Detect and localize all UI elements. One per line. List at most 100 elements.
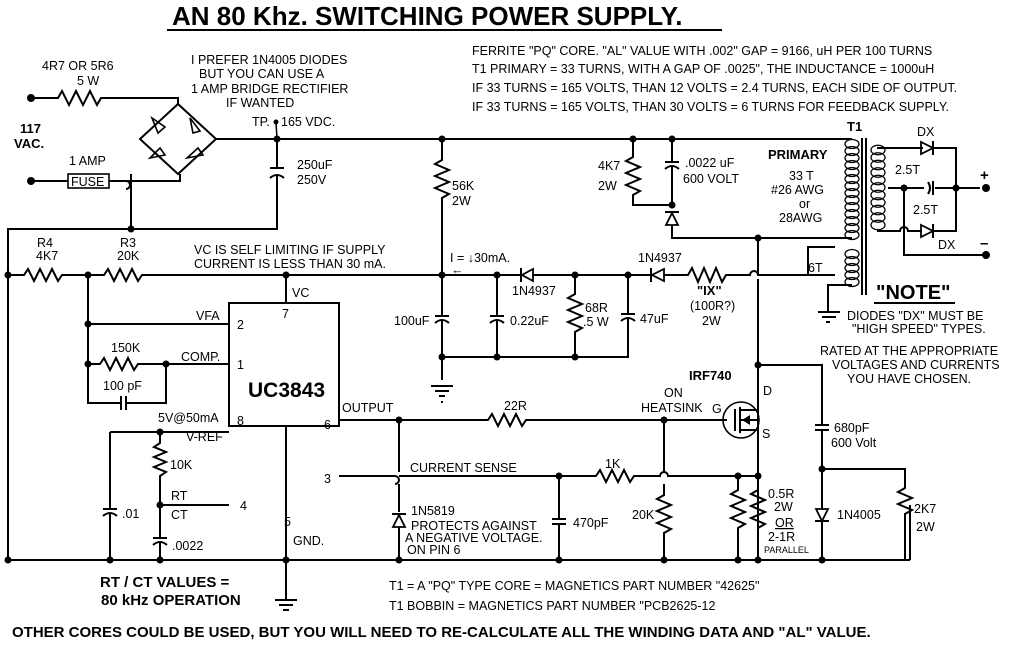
rix-rating: 2W	[702, 314, 721, 328]
ct-label: CT	[171, 508, 188, 522]
input-resistor	[31, 88, 179, 108]
coil-turn	[844, 152, 860, 164]
aux-diode-2	[649, 267, 665, 283]
snubber-r-rating: 2W	[598, 179, 617, 193]
r3-label: R3	[120, 236, 136, 250]
ground-icon	[275, 599, 297, 611]
schottky-note: PROTECTS AGAINST	[411, 519, 537, 533]
junction	[668, 201, 676, 209]
drain-c-value: 680pF	[834, 421, 870, 435]
pulldown-resistor	[654, 420, 674, 560]
bottom-note: T1 BOBBIN = MAGNETICS PART NUMBER "PCB26…	[389, 599, 715, 613]
input-resistor-rating: 5 W	[77, 74, 99, 88]
r4-label: R4	[37, 236, 53, 250]
bulk-cap-voltage: 250V	[297, 173, 327, 187]
junction	[156, 556, 164, 564]
note-line: IF WANTED	[226, 96, 294, 110]
coil-turn	[844, 262, 860, 274]
timing-c-label: .0022	[172, 539, 203, 553]
coil-turn	[870, 174, 886, 186]
junction	[282, 556, 290, 564]
title: AN 80 Khz. SWITCHING POWER SUPPLY.	[172, 1, 682, 31]
cap-100uf	[434, 275, 450, 380]
drain-label: D	[763, 384, 772, 398]
coil-turn	[870, 144, 886, 156]
output-minus-terminal	[982, 251, 990, 259]
mosfet-label: IRF740	[689, 368, 732, 383]
bridge-diode	[184, 146, 205, 160]
r56k-rating: 2W	[452, 194, 471, 208]
sense-r-parallel: PARALLEL	[764, 545, 809, 555]
primary-wire: #26 AWG	[771, 183, 824, 197]
schottky-note: A NEGATIVE VOLTAGE.	[405, 531, 543, 545]
coil-turn	[844, 201, 860, 213]
primary-turns: 33 T	[789, 169, 814, 183]
sense-resistor-1	[728, 476, 748, 560]
pin-6: 6	[324, 418, 331, 432]
d2-label: 1N4937	[638, 251, 682, 265]
pin-vfa-label: VFA	[196, 309, 220, 323]
note-line: VOLTAGES AND CURRENTS	[832, 358, 1000, 372]
snubber-c-value: .0022 uF	[685, 156, 735, 170]
mosfet-irf740	[722, 401, 760, 439]
vc-note: VC IS SELF LIMITING IF SUPPLY	[194, 243, 386, 257]
junction	[952, 184, 960, 192]
coil-turn	[870, 212, 886, 223]
wire	[835, 138, 852, 239]
snubber-resistor	[623, 139, 672, 206]
bridge-diode	[150, 115, 167, 135]
wire	[933, 147, 957, 232]
snubber-r-value: 4K7	[598, 159, 620, 173]
primary-or: or	[799, 197, 810, 211]
gate-resistor	[339, 411, 727, 429]
coil-turn	[844, 269, 860, 281]
r4-value: 4K7	[36, 249, 58, 263]
fuse-label: FUSE	[71, 175, 104, 189]
dx-bottom-label: DX	[938, 238, 956, 252]
note-line: BUT YOU CAN USE A	[199, 67, 325, 81]
wire	[807, 246, 835, 275]
pin-4: 4	[240, 499, 247, 513]
pin-3: 3	[324, 472, 331, 486]
rtct-note: RT / CT VALUES =	[100, 574, 230, 591]
drain-diode-label: 1N4005	[837, 508, 881, 522]
wire	[827, 284, 852, 312]
comp-resistor	[88, 355, 229, 373]
current-label: I = ↓30mA.	[450, 251, 510, 265]
pin-5: 5	[284, 515, 291, 529]
junction	[127, 225, 135, 233]
sense-r-value: 0.5R	[768, 487, 794, 501]
coil-turn	[844, 229, 860, 241]
sec-top-turns: 2.5T	[895, 163, 920, 177]
source-label: S	[762, 427, 770, 441]
cap-022uf	[489, 275, 505, 357]
cs-capacitor	[552, 476, 566, 560]
decoupling-capacitor	[102, 505, 118, 562]
current-arrow-icon: ←	[451, 263, 464, 277]
snubber-capacitor	[664, 139, 680, 205]
timing-resistor	[151, 432, 169, 505]
coil-turn	[844, 208, 860, 220]
gate-label: G	[712, 402, 722, 416]
dc-voltage-label: 165 VDC.	[281, 115, 335, 129]
coil-turn	[844, 166, 860, 178]
core-notes: FERRITE "PQ" CORE. "AL" VALUE WITH .002"…	[472, 44, 957, 114]
pin-7: 7	[282, 307, 289, 321]
pin-gnd-label: GND.	[293, 534, 324, 548]
r68-value: 68R	[585, 301, 608, 315]
coil-turn	[844, 173, 860, 185]
junction	[571, 353, 579, 361]
snubber-c-rating: 600 VOLT	[683, 172, 739, 186]
rix-value: (100R?)	[690, 299, 735, 313]
coil-turn	[844, 159, 860, 171]
minus-label: –	[980, 235, 988, 252]
wire	[671, 225, 835, 239]
note-line: IF 33 TURNS = 165 VOLTS, THAN 30 VOLTS =…	[472, 100, 949, 114]
bridge-diode	[189, 117, 202, 135]
drain-c-rating: 600 Volt	[831, 436, 877, 450]
feedback-turns: 6T	[808, 261, 823, 275]
sense-r-or: OR	[775, 516, 794, 530]
dx-top-label: DX	[917, 125, 935, 139]
schottky-label: 1N5819	[411, 504, 455, 518]
